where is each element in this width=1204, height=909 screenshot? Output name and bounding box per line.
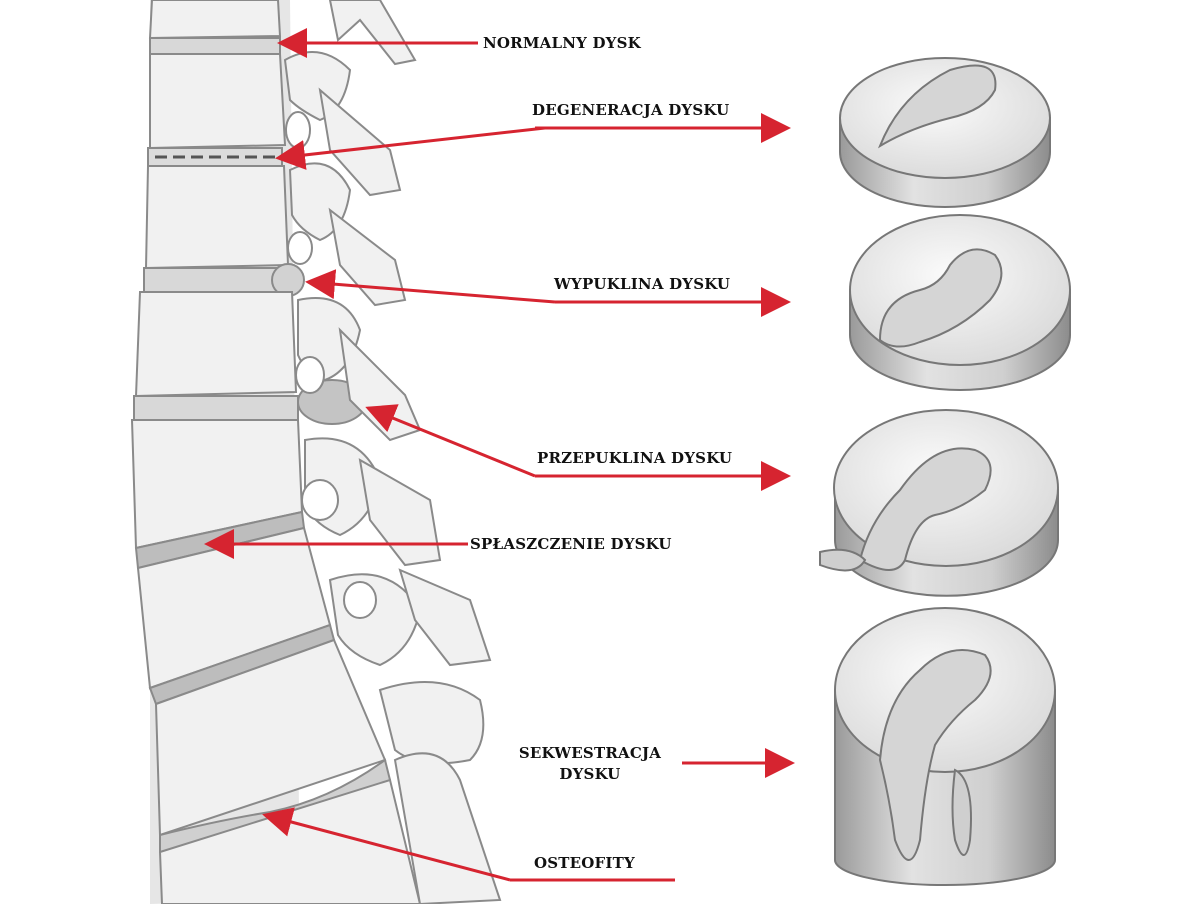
transverse-process-3 [338, 327, 422, 442]
transverse-process-2 [328, 207, 407, 307]
nucleus-bulging [878, 248, 1003, 348]
arrow-degeneracja-spine [275, 126, 546, 170]
vertebra-0 [148, 0, 282, 40]
disc-bulging [143, 267, 291, 293]
disc-cross-section-herniation [819, 409, 1059, 597]
transverse-process-1 [318, 87, 402, 197]
label-splaszczenie-dysku: SPŁASZCZENIE DYSKU [470, 535, 672, 553]
disc-herniated [133, 395, 299, 421]
label-sekwestracja-line1: SEKWESTRACJA [518, 744, 662, 762]
nucleus-degeneration [877, 64, 997, 149]
transverse-process-5 [398, 568, 492, 667]
vertebra-2 [144, 165, 290, 270]
spinous-process-1 [328, 0, 417, 66]
foramen-2 [287, 231, 313, 265]
transverse-process-4 [358, 458, 442, 567]
annotation-arrows [204, 28, 795, 882]
vertebra-3 [134, 291, 298, 398]
disc-cross-section-bulging [849, 214, 1071, 391]
label-wypuklina-dysku: WYPUKLINA DYSKU [554, 275, 731, 293]
disc-cross-section-sequestration [834, 607, 1056, 886]
foramen-5 [343, 581, 377, 619]
nucleus-sequestration [878, 649, 992, 861]
nucleus-herniation [858, 447, 992, 571]
sequestration-fragment [951, 768, 972, 856]
foramen-1 [285, 111, 311, 149]
label-przepuklina-dysku: PRZEPUKLINA DYSKU [537, 449, 733, 467]
arrow-wypuklina-spine [305, 269, 556, 304]
vertebra-1 [149, 53, 287, 150]
herniation-extrusion [819, 548, 867, 572]
arrow-osteofity-diag [262, 807, 511, 882]
sacral-process [393, 752, 502, 906]
disc-cross-section-degeneration [839, 57, 1051, 208]
arrow-przepuklina-spine [365, 404, 536, 478]
foramen-4 [301, 479, 339, 521]
disc-normal [149, 37, 281, 55]
label-osteofity: OSTEOFITY [534, 854, 635, 872]
label-normalny-dysk: NORMALNY DYSK [483, 34, 641, 52]
spine-illustration [130, 0, 502, 906]
label-sekwestracja-line2: DYSKU [559, 765, 621, 783]
articular-process-6 [378, 681, 485, 765]
label-degeneracja-dysku: DEGENERACJA DYSKU [532, 101, 730, 119]
foramen-3 [295, 356, 325, 394]
